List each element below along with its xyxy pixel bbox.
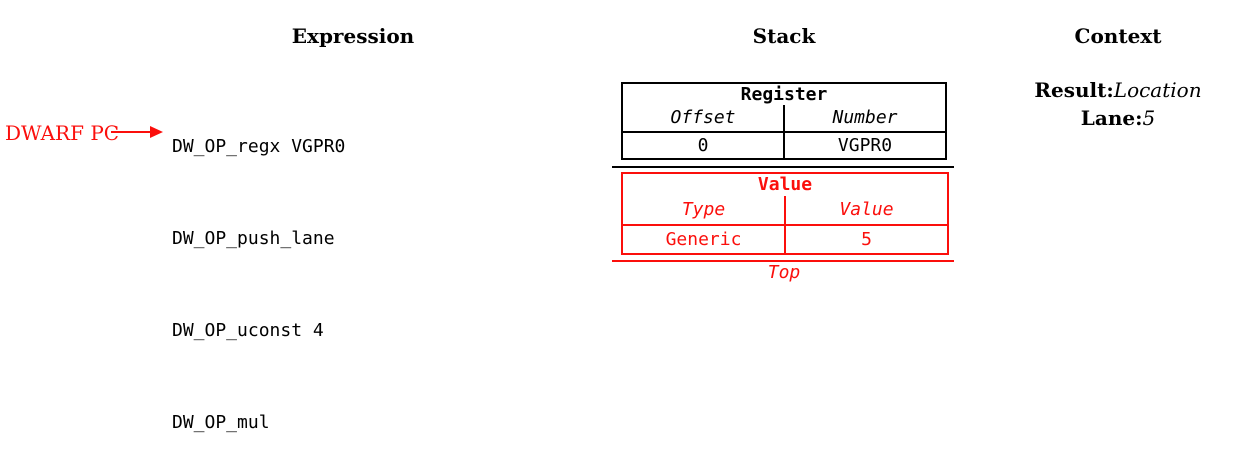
result-value: Location [1113, 78, 1202, 102]
value-type-value: Generic [665, 229, 742, 250]
lane-value: 5 [1142, 106, 1156, 130]
expression-list: DW_OP_regx VGPR0 DW_OP_push_lane DW_OP_u… [172, 71, 345, 468]
stack-entry-separator [612, 166, 954, 168]
stack-entry-register-table: Register Offset Number 0 VGPR0 [621, 82, 947, 160]
value-type-column-header: Type [681, 199, 726, 220]
top-of-stack-label: Top [767, 262, 801, 283]
value-table-value-row: Generic 5 [623, 226, 947, 253]
expression-item: DW_OP_uconst 4 [172, 319, 324, 341]
register-number-value: VGPR0 [783, 133, 945, 158]
result-label: Result: [1034, 78, 1114, 102]
dwarf-pc-arrow-icon [150, 126, 163, 138]
value-value-column-header: Value [784, 196, 947, 224]
expression-item: DW_OP_push_lane [172, 227, 335, 249]
expression-column-title: Expression [291, 24, 415, 48]
register-table-value-row: 0 VGPR0 [623, 133, 945, 158]
register-table-header: Register [740, 84, 828, 105]
value-table-subheader-row: Type Value [623, 196, 947, 226]
dwarf-pc-arrow-line [111, 131, 152, 133]
expression-item: DW_OP_regx VGPR0 [172, 136, 346, 158]
lane-label: Lane: [1080, 106, 1143, 130]
value-value-value: 5 [784, 226, 947, 253]
register-table-subheader-row: Offset Number [623, 105, 945, 133]
value-table-header: Value [757, 174, 813, 195]
context-column-title: Context [1074, 24, 1162, 48]
register-number-column-header: Number [783, 105, 945, 131]
stack-column-title: Stack [752, 24, 816, 48]
register-offset-value: 0 [697, 135, 709, 156]
dwarf-pc-label: DWARF PC [5, 121, 120, 145]
stack-entry-value-table: Value Type Value Generic 5 [621, 172, 949, 255]
expression-item: DW_OP_mul [172, 411, 270, 433]
stack-entry-separator [612, 260, 954, 262]
context-result-line: Result:Location [1008, 78, 1228, 102]
context-lane-line: Lane:5 [1008, 106, 1228, 130]
register-offset-column-header: Offset [670, 107, 736, 128]
